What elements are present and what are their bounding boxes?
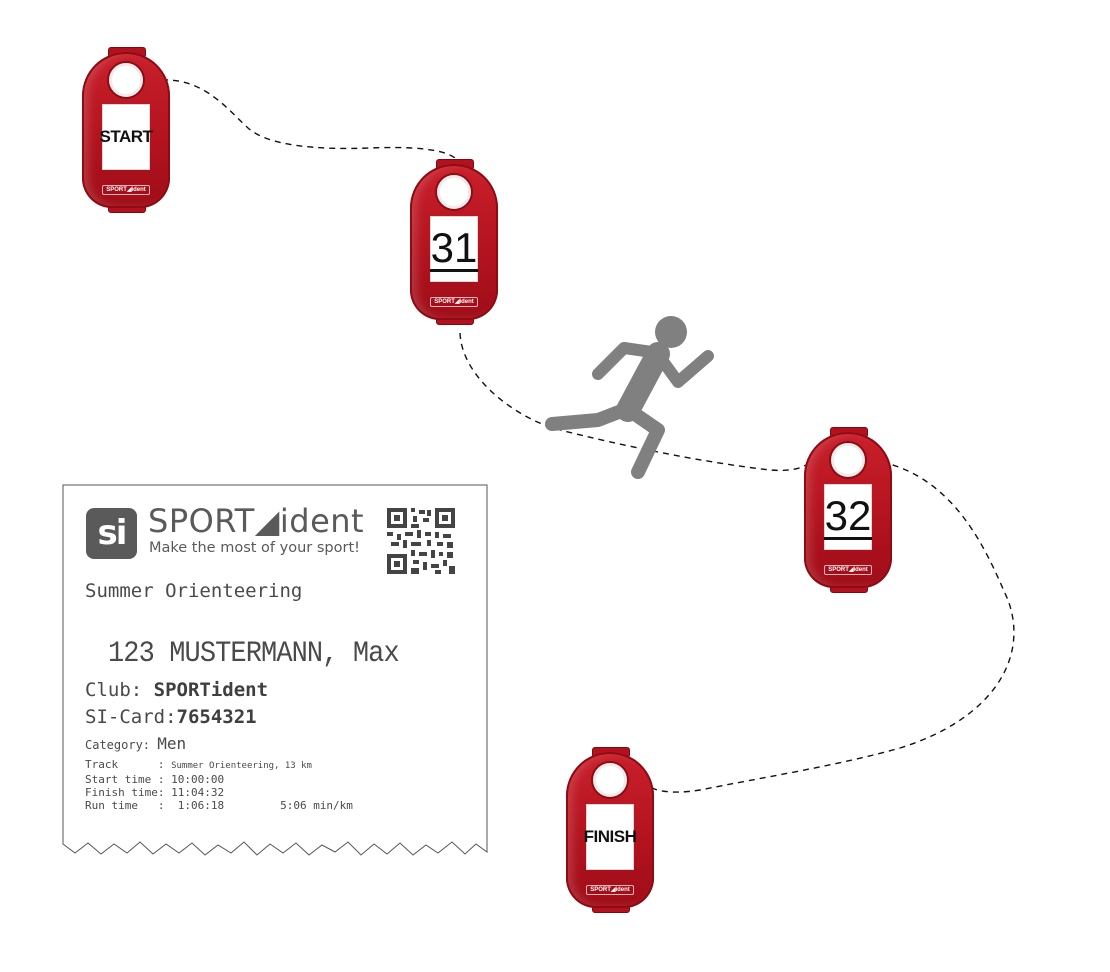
result-receipt: si SPORT◢ident Make the most of your spo…	[62, 484, 488, 860]
station-brand: SPORT◢ident	[586, 885, 634, 895]
station-32: 32 SPORT◢ident	[804, 427, 892, 593]
brand-name: SPORT◢ident	[148, 502, 365, 540]
receipt-paper	[62, 484, 488, 856]
sportident-logo-icon: si	[86, 508, 137, 559]
sensor-hole-icon	[831, 443, 865, 477]
track-line: Track : Summer Orienteering, 13 km	[85, 758, 312, 771]
station-brand: SPORT◢ident	[102, 185, 150, 195]
event-name: Summer Orienteering	[85, 580, 303, 602]
station-label: 31	[429, 216, 479, 282]
station-31: 31 SPORT◢ident	[410, 159, 498, 325]
runner-name: 123 MUSTERMANN, Max	[108, 637, 400, 671]
start-time-line: Start time : 10:00:00	[85, 773, 225, 786]
timing-details: Track : Summer Orienteering, 13 km Start…	[85, 758, 353, 812]
station-brand: SPORT◢ident	[824, 565, 872, 575]
running-person-icon	[545, 316, 714, 479]
finish-time-line: Finish time: 11:04:32	[85, 786, 225, 799]
sensor-hole-icon	[437, 175, 471, 209]
qr-code-icon	[387, 508, 455, 574]
station-start: START SPORT◢ident	[82, 47, 170, 213]
sensor-hole-icon	[109, 63, 143, 97]
brand-tagline: Make the most of your sport!	[149, 540, 360, 556]
station-label: FINISH	[584, 804, 637, 870]
club-line: Club: SPORTident	[85, 679, 269, 701]
station-brand: SPORT◢ident	[430, 297, 478, 307]
category-line: Category: Men	[85, 734, 187, 753]
si-card-line: SI-Card:7654321	[85, 706, 257, 728]
station-finish: FINISH SPORT◢ident	[566, 747, 654, 913]
sensor-hole-icon	[593, 763, 627, 797]
station-label: START	[100, 104, 153, 170]
station-label: 32	[823, 484, 873, 550]
